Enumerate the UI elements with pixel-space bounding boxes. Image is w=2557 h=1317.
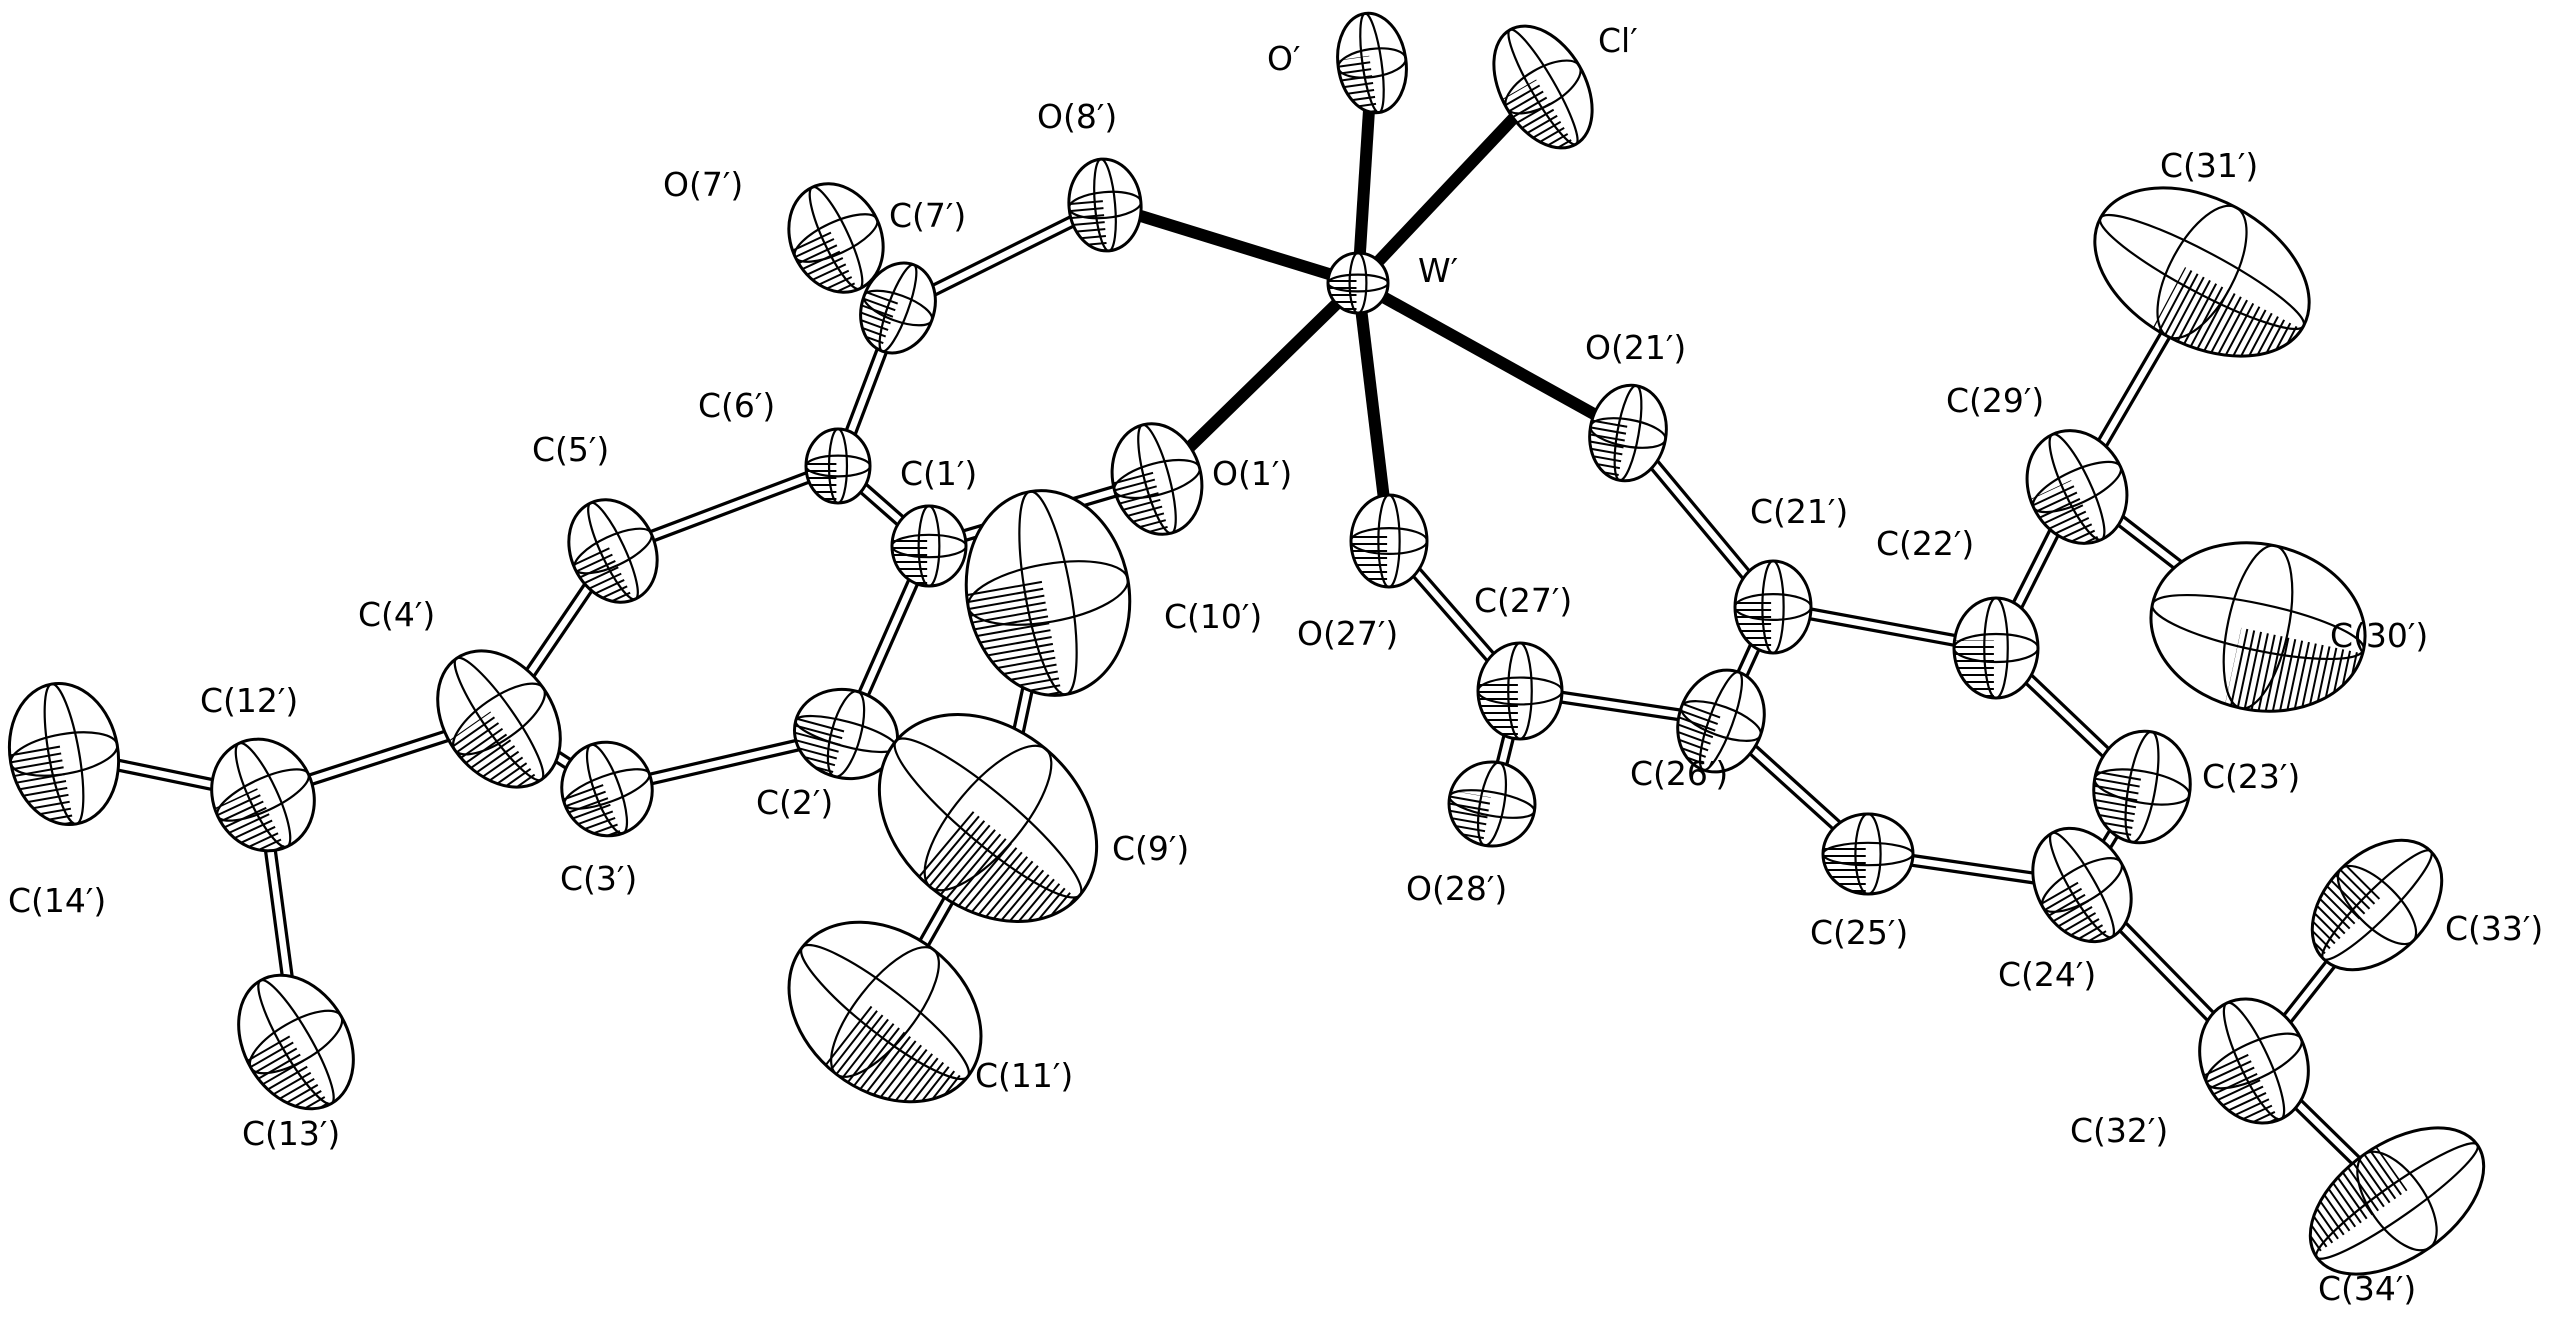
atom-c33 bbox=[2290, 838, 2444, 972]
bond-c32-c34 bbox=[2282, 1089, 2365, 1170]
bond-c24-c32 bbox=[2105, 909, 2226, 1033]
bond-w-o21 bbox=[1378, 290, 1602, 422]
bond-c12-c14 bbox=[110, 757, 221, 793]
atom-c13 bbox=[237, 973, 355, 1129]
atom-c32 bbox=[2198, 997, 2310, 1141]
atom-label-c12: C(12′) bbox=[200, 681, 298, 720]
atom-o7 bbox=[787, 182, 885, 308]
atom-label-c21: C(21′) bbox=[1750, 492, 1848, 531]
atom-label-c30: C(30′) bbox=[2330, 616, 2428, 655]
atom-c31 bbox=[2093, 186, 2311, 389]
bond-c6-c5 bbox=[646, 470, 814, 544]
bond-w-o bbox=[1353, 93, 1377, 257]
bond-w-o1 bbox=[1181, 297, 1343, 456]
atom-label-c2: C(2′) bbox=[756, 783, 833, 822]
atom-o bbox=[1336, 11, 1408, 117]
atom-label-c29: C(29′) bbox=[1946, 381, 2044, 420]
atom-label-c6: C(6′) bbox=[698, 386, 775, 425]
atom-w bbox=[1326, 251, 1390, 315]
atom-c25 bbox=[1821, 812, 1915, 896]
atom-label-c1: C(1′) bbox=[900, 454, 977, 493]
atom-c14 bbox=[7, 681, 121, 833]
bond-w-cl bbox=[1372, 110, 1522, 268]
atom-c34 bbox=[2284, 1126, 2486, 1276]
atom-c12 bbox=[210, 737, 316, 867]
atom-label-c14: C(14′) bbox=[8, 881, 106, 920]
atom-cl bbox=[1492, 24, 1594, 161]
bond-c6-c1 bbox=[855, 480, 909, 529]
atom-label-c34: C(34′) bbox=[2318, 1269, 2416, 1308]
atom-c24 bbox=[2031, 826, 2133, 960]
atom-c27 bbox=[1476, 641, 1564, 741]
atom-label-o28: O(28′) bbox=[1406, 869, 1507, 908]
atom-c7 bbox=[848, 261, 937, 355]
bond-c7-c6 bbox=[842, 335, 893, 442]
atom-label-c26: C(26′) bbox=[1630, 754, 1728, 793]
bond-c4-c12 bbox=[303, 727, 455, 788]
atom-c23 bbox=[2085, 729, 2192, 845]
atom-label-c4: C(4′) bbox=[358, 595, 435, 634]
atom-label-w: W′ bbox=[1418, 251, 1458, 290]
atom-c22 bbox=[1952, 596, 2040, 700]
atom-label-c25: C(25′) bbox=[1810, 913, 1908, 952]
atom-label-c11: C(11′) bbox=[975, 1056, 1073, 1095]
bond-c23-c22 bbox=[2018, 669, 2116, 762]
atom-c3 bbox=[560, 740, 654, 847]
atom-label-c31: C(31′) bbox=[2160, 146, 2258, 185]
atom-label-c22: C(22′) bbox=[1876, 524, 1974, 563]
atom-label-cl: Cl′ bbox=[1598, 21, 1638, 60]
bond-c2-c1 bbox=[856, 573, 922, 701]
bond-w-o8 bbox=[1134, 208, 1334, 281]
atom-label-c9: C(9′) bbox=[1112, 829, 1189, 868]
atom-label-c33: C(33′) bbox=[2445, 909, 2543, 948]
bond-c21-c22 bbox=[1805, 606, 1960, 648]
atom-c21 bbox=[1733, 559, 1813, 655]
atom-label-o7: O(7′) bbox=[663, 165, 743, 204]
atom-label-c13: C(13′) bbox=[242, 1114, 340, 1153]
labels-layer: W′ O′ Cl′ O(8′) O(7′) C(7′) C(6′) C(5′) C(1′) O(1… bbox=[8, 21, 2543, 1308]
atom-c11 bbox=[787, 920, 983, 1139]
atom-label-c5: C(5′) bbox=[532, 430, 609, 469]
bond-c25-c24 bbox=[1902, 852, 2043, 886]
atom-label-o21: O(21′) bbox=[1585, 328, 1686, 367]
atom-c29 bbox=[2025, 429, 2129, 558]
bond-c3-c2 bbox=[645, 736, 809, 787]
bond-o21-c21 bbox=[1644, 455, 1757, 585]
atom-label-c10: C(10′) bbox=[1164, 597, 1262, 636]
atom-o27 bbox=[1349, 493, 1429, 589]
bond-c29-c31 bbox=[2093, 325, 2175, 453]
bond-c27-c26 bbox=[1556, 690, 1685, 722]
atom-label-o8: O(8′) bbox=[1037, 97, 1117, 136]
atom-label-c3: C(3′) bbox=[560, 859, 637, 898]
bond-c12-c13 bbox=[262, 838, 297, 997]
atom-c1 bbox=[890, 504, 968, 588]
atom-o28 bbox=[1442, 760, 1537, 848]
atom-label-c27: C(27′) bbox=[1474, 581, 1572, 620]
atom-c4 bbox=[436, 649, 562, 811]
bond-o27-c27 bbox=[1406, 562, 1501, 667]
atom-label-o1: O(1′) bbox=[1212, 454, 1292, 493]
atom-c6 bbox=[804, 427, 872, 505]
bond-c22-c29 bbox=[2007, 522, 2064, 618]
bond-o8-c7 bbox=[924, 213, 1079, 300]
atom-c26 bbox=[1665, 668, 1766, 774]
atom-label-o27: O(27′) bbox=[1297, 614, 1398, 653]
atom-c10 bbox=[964, 489, 1132, 707]
atom-c5 bbox=[567, 498, 659, 617]
atoms-layer bbox=[7, 11, 2486, 1276]
atom-label-c24: C(24′) bbox=[1998, 955, 2096, 994]
atom-label-c7: C(7′) bbox=[889, 196, 966, 235]
bond-c5-c4 bbox=[520, 578, 598, 683]
atom-label-o: O′ bbox=[1267, 39, 1300, 78]
atom-label-c23: C(23′) bbox=[2202, 757, 2300, 796]
atom-o8 bbox=[1067, 157, 1143, 254]
atom-label-c32: C(32′) bbox=[2070, 1111, 2168, 1150]
bond-w-o27 bbox=[1355, 309, 1391, 508]
bond-c26-c25 bbox=[1744, 741, 1846, 835]
